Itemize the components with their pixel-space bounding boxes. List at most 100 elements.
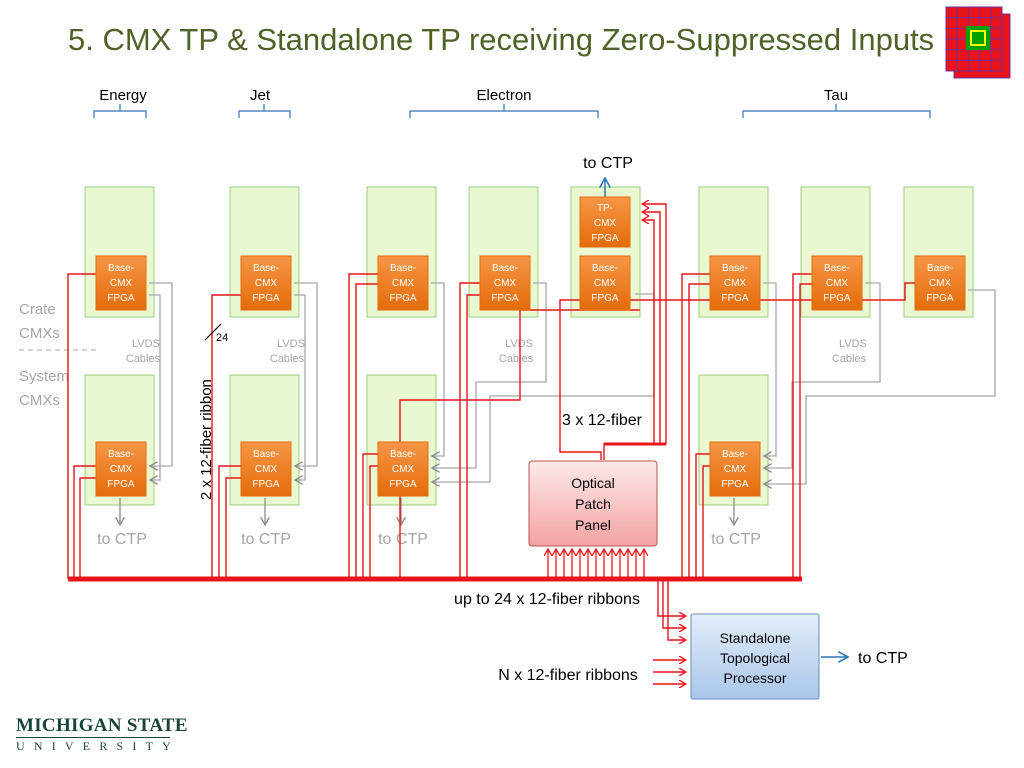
svg-text:Cables: Cables xyxy=(499,353,534,365)
svg-text:Base-: Base- xyxy=(927,263,953,274)
tp-cmx-feed xyxy=(603,204,667,460)
svg-text:Optical: Optical xyxy=(571,475,615,491)
svg-text:to CTP: to CTP xyxy=(378,531,428,548)
svg-text:LVDS: LVDS xyxy=(277,338,305,350)
svg-text:CMX: CMX xyxy=(724,464,747,475)
svg-text:Tau: Tau xyxy=(824,87,848,104)
svg-text:CMXs: CMXs xyxy=(19,325,60,342)
svg-text:CMX: CMX xyxy=(826,278,849,289)
msu-logo-line2: UNIVERSITY xyxy=(16,739,180,753)
red-fiber-lines xyxy=(67,273,915,579)
fpga-system-jet: Base- CMX FPGA xyxy=(240,441,292,497)
group-brace-electron: Electron xyxy=(409,87,599,118)
svg-text:CMX: CMX xyxy=(494,278,517,289)
fpga-crate-tau-3: Base- CMX FPGA xyxy=(914,255,966,311)
module-grid-icon xyxy=(945,6,1011,79)
svg-text:Base-: Base- xyxy=(492,263,518,274)
ribbon-count-slash xyxy=(204,323,222,341)
msu-logo-rule xyxy=(16,737,170,738)
svg-text:Electron: Electron xyxy=(476,87,531,104)
standalone-feed xyxy=(653,579,686,684)
fpga-crate-electron-1: Base- CMX FPGA xyxy=(377,255,429,311)
tp-to-ctp-label: to CTP xyxy=(583,155,633,172)
lvds-label-energy: LVDS Cables xyxy=(126,338,161,365)
svg-text:Cables: Cables xyxy=(832,353,867,365)
svg-text:LVDS: LVDS xyxy=(132,338,160,350)
fpga-crate-electron-2: Base- CMX FPGA xyxy=(479,255,531,311)
n-ribbons-label: N x 12-fiber ribbons xyxy=(498,667,638,684)
fpga-blocks: Base- CMX FPGA Base- CMX FPGA Base- CMX … xyxy=(95,196,966,497)
svg-text:System: System xyxy=(19,368,69,385)
svg-text:CMX: CMX xyxy=(929,278,952,289)
system-to-ctp-labels: to CTP to CTP to CTP to CTP xyxy=(97,531,761,548)
svg-text:Patch: Patch xyxy=(575,496,611,512)
svg-text:FPGA: FPGA xyxy=(721,479,749,490)
lvds-label-tau: LVDS Cables xyxy=(832,338,867,365)
lvds-label-jet: LVDS Cables xyxy=(270,338,305,365)
svg-text:Panel: Panel xyxy=(575,517,611,533)
system-to-ctp-arrows xyxy=(120,498,734,525)
crate-cmxs-label: Crate CMXs xyxy=(19,301,60,342)
patch-panel-input-arrows xyxy=(548,549,644,579)
svg-text:Base-: Base- xyxy=(390,449,416,460)
fpga-crate-energy: Base- CMX FPGA xyxy=(95,255,147,311)
group-brace-energy: Energy xyxy=(93,87,147,118)
fpga-crate-tau-1: Base- CMX FPGA xyxy=(709,255,761,311)
fpga-system-energy: Base- CMX FPGA xyxy=(95,441,147,497)
svg-text:Base-: Base- xyxy=(108,449,134,460)
svg-text:Standalone: Standalone xyxy=(720,630,791,646)
fpga-crate-jet: Base- CMX FPGA xyxy=(240,255,292,311)
svg-text:CMX: CMX xyxy=(110,278,133,289)
svg-text:FPGA: FPGA xyxy=(591,233,619,244)
slide-title: 5. CMX TP & Standalone TP receiving Zero… xyxy=(68,22,935,57)
svg-text:Base-: Base- xyxy=(108,263,134,274)
svg-text:Base-: Base- xyxy=(253,263,279,274)
svg-text:FPGA: FPGA xyxy=(721,293,749,304)
fpga-system-electron: Base- CMX FPGA xyxy=(377,441,429,497)
svg-text:CMX: CMX xyxy=(594,278,617,289)
svg-text:Base-: Base- xyxy=(722,263,748,274)
svg-text:FPGA: FPGA xyxy=(252,479,280,490)
msu-logo-line1: MICHIGAN STATE xyxy=(16,715,188,736)
three-fiber-label: 3 x 12-fiber xyxy=(562,412,643,429)
svg-text:LVDS: LVDS xyxy=(505,338,533,350)
fpga-crate-tau-2: Base- CMX FPGA xyxy=(811,255,863,311)
svg-text:CMX: CMX xyxy=(724,278,747,289)
svg-text:LVDS: LVDS xyxy=(839,338,867,350)
fpga-tp-cmx: TP- CMX FPGA xyxy=(579,196,631,248)
svg-text:FPGA: FPGA xyxy=(926,293,954,304)
svg-text:Energy: Energy xyxy=(99,87,147,104)
group-brace-jet: Jet xyxy=(238,87,291,118)
svg-text:CMX: CMX xyxy=(392,464,415,475)
lvds-cables xyxy=(149,282,996,484)
group-brace-tau: Tau xyxy=(742,87,931,118)
svg-text:CMX: CMX xyxy=(392,278,415,289)
svg-text:Cables: Cables xyxy=(270,353,305,365)
svg-text:CMX: CMX xyxy=(110,464,133,475)
svg-text:FPGA: FPGA xyxy=(491,293,519,304)
svg-text:Base-: Base- xyxy=(592,263,618,274)
svg-text:Base-: Base- xyxy=(722,449,748,460)
svg-text:Base-: Base- xyxy=(390,263,416,274)
svg-text:FPGA: FPGA xyxy=(591,293,619,304)
svg-text:CMXs: CMXs xyxy=(19,392,60,409)
svg-text:Crate: Crate xyxy=(19,301,56,318)
lvds-label-electron: LVDS Cables xyxy=(499,338,534,365)
up-to-24-ribbons-label: up to 24 x 12-fiber ribbons xyxy=(454,591,640,608)
svg-text:TP-: TP- xyxy=(597,203,613,214)
svg-text:FPGA: FPGA xyxy=(107,479,135,490)
standalone-to-ctp-label: to CTP xyxy=(858,650,908,667)
fpga-crate-electron-3: Base- CMX FPGA xyxy=(579,255,631,311)
fpga-system-tau: Base- CMX FPGA xyxy=(709,441,761,497)
two-fiber-ribbon-label: 2 x 12-fiber ribbon xyxy=(198,379,215,500)
svg-text:Jet: Jet xyxy=(250,87,271,104)
svg-text:FPGA: FPGA xyxy=(107,293,135,304)
svg-text:FPGA: FPGA xyxy=(389,479,417,490)
svg-text:Cables: Cables xyxy=(126,353,161,365)
svg-text:to CTP: to CTP xyxy=(241,531,291,548)
ribbon-count-label: 24 xyxy=(216,332,228,344)
msu-logo: MICHIGAN STATE UNIVERSITY xyxy=(16,716,188,754)
standalone-topological-processor: Standalone Topological Processor xyxy=(690,613,820,700)
